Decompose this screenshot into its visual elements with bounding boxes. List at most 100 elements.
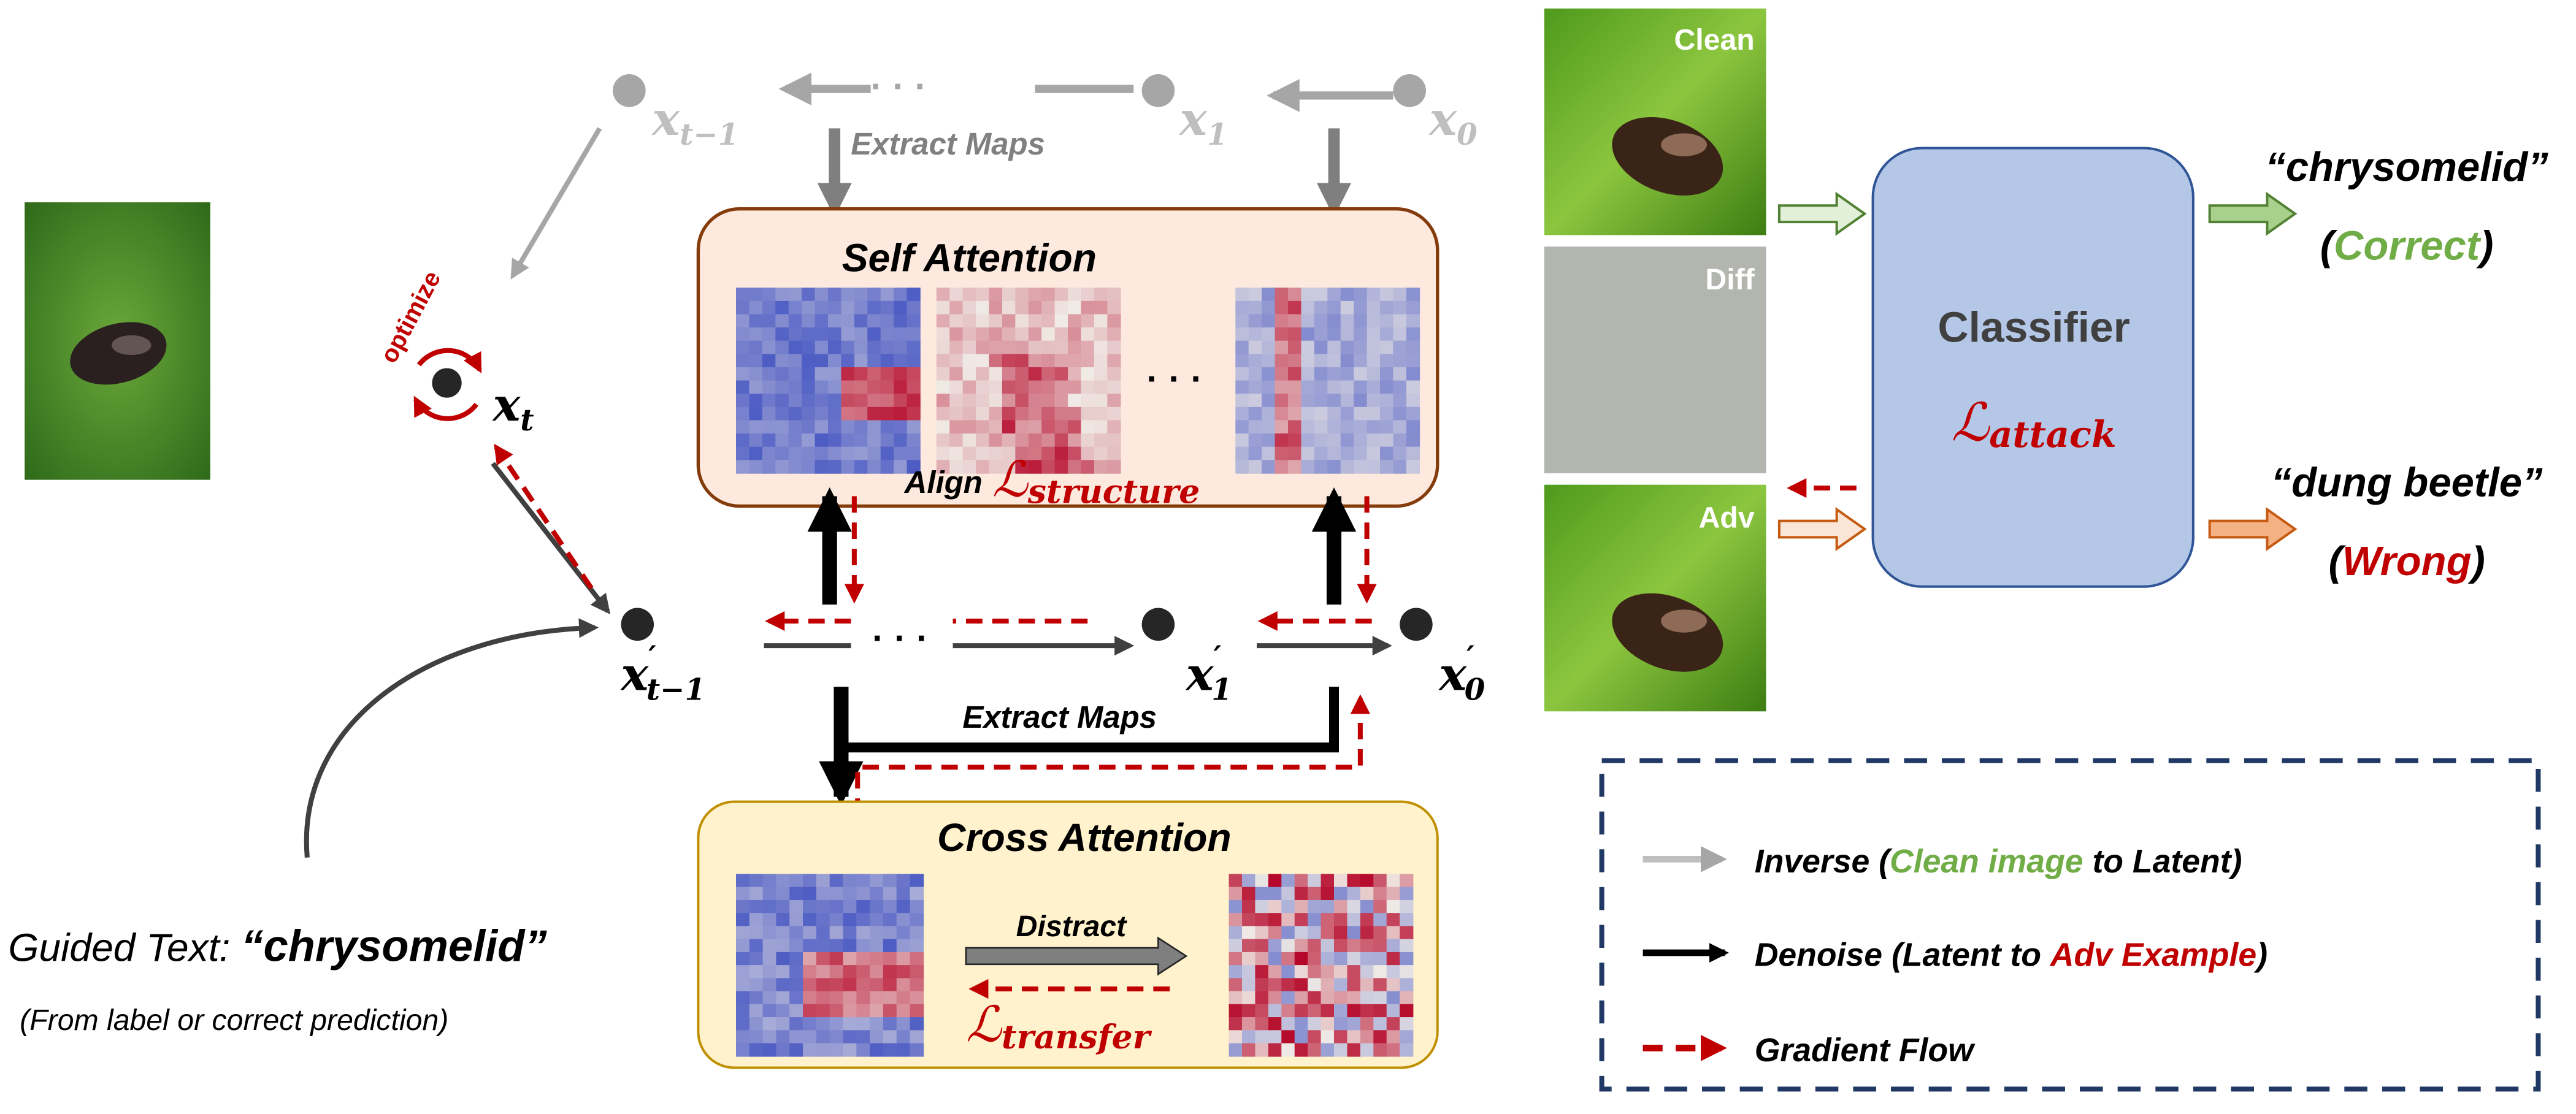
heatmap-cell	[856, 978, 870, 992]
heatmap-cell	[1041, 354, 1056, 368]
heatmap-cell	[1360, 1030, 1374, 1044]
heatmap-cell	[870, 926, 884, 940]
heatmap-cell	[1406, 446, 1420, 461]
heatmap-cell	[1301, 300, 1315, 315]
cross-attention-map-after	[1229, 874, 1414, 1057]
heatmap-cell	[949, 460, 964, 474]
heatmap-cell	[1294, 926, 1308, 940]
heatmap-cell	[1288, 354, 1302, 368]
heatmap-cell	[1255, 874, 1269, 888]
heatmap-cell	[1406, 300, 1420, 315]
heatmap-cell	[1347, 913, 1361, 927]
heatmap-cell	[962, 300, 976, 315]
heatmap-cell	[1294, 978, 1308, 992]
heatmap-cell	[1002, 406, 1016, 421]
heatmap-cell	[1367, 433, 1381, 448]
heatmap-cell	[776, 1030, 791, 1044]
heatmap-cell	[1327, 288, 1341, 302]
heatmap-cell	[1015, 340, 1029, 355]
heatmap-cell	[1386, 887, 1400, 901]
heatmap-cell	[1242, 965, 1256, 979]
heatmap-cell	[1235, 367, 1249, 381]
heatmap-cell	[1068, 420, 1082, 434]
heatmap-cell	[1340, 406, 1354, 421]
svg-text:Align: Align	[903, 465, 983, 500]
heatmap-cell	[894, 433, 908, 448]
heatmap-cell	[1242, 978, 1256, 992]
heatmap-cell	[815, 394, 829, 408]
heatmap-cell	[1235, 446, 1249, 461]
heatmap-cell	[870, 874, 884, 888]
heatmap-cell	[1360, 1043, 1374, 1057]
heatmap-cell	[788, 420, 802, 434]
heatmap-cell	[1314, 327, 1328, 341]
heatmap-cell	[841, 394, 855, 408]
heatmap-cell	[936, 288, 951, 302]
heatmap-cell	[1107, 300, 1121, 315]
heatmap-cell	[896, 952, 911, 966]
heatmap-cell	[1002, 327, 1016, 341]
heatmap-cell	[1068, 433, 1082, 448]
heatmap-cell	[1229, 874, 1243, 888]
distract-arrow	[965, 936, 1188, 976]
heatmap-cell	[841, 354, 855, 368]
heatmap-cell	[989, 354, 1003, 368]
heatmap-cell	[843, 991, 857, 1005]
heatmap-cell	[883, 1043, 897, 1057]
heatmap-cell	[762, 874, 777, 888]
heatmap-cell	[1406, 420, 1420, 434]
heatmap-cell	[1340, 327, 1354, 341]
heatmap-cell	[1041, 446, 1056, 461]
heatmap-cell	[989, 433, 1003, 448]
heatmap-cell	[1094, 406, 1108, 421]
heatmap-cell	[1081, 460, 1095, 474]
heatmap-cell	[989, 380, 1003, 394]
heatmap-cell	[1235, 314, 1249, 328]
heatmap-cell	[1002, 460, 1016, 474]
heatmap-cell	[896, 899, 911, 914]
heatmap-cell	[936, 314, 951, 328]
heatmap-cell	[1327, 433, 1341, 448]
heatmap-cell	[1054, 314, 1068, 328]
heatmap-cell	[1354, 288, 1368, 302]
heatmap-cell	[1354, 340, 1368, 355]
heatmap-cell	[1321, 913, 1335, 927]
heatmap-cell	[1327, 354, 1341, 368]
heatmap-cell	[1275, 433, 1289, 448]
heatmap-cell	[1380, 367, 1394, 381]
heatmap-cell	[949, 340, 964, 355]
heatmap-cell	[1015, 314, 1029, 328]
heatmap-cell	[1360, 991, 1374, 1005]
heatmap-cell	[803, 939, 817, 953]
heatmap-cell	[883, 978, 897, 992]
heatmap-cell	[1321, 1017, 1335, 1031]
heatmap-cell	[1308, 965, 1322, 979]
heatmap-cell	[762, 1004, 777, 1018]
heatmap-cell	[776, 939, 791, 953]
heatmap-cell	[1094, 394, 1108, 408]
heatmap-cell	[828, 394, 842, 408]
heatmap-cell	[749, 899, 764, 914]
heatmap-cell	[1054, 420, 1068, 434]
heatmap-cell	[896, 1004, 911, 1018]
heatmap-cell	[749, 1043, 764, 1057]
heatmap-cell	[762, 327, 776, 341]
heatmap-cell	[1255, 991, 1269, 1005]
heatmap-cell	[829, 1043, 844, 1057]
heatmap-cell	[976, 367, 990, 381]
heatmap-cell	[880, 394, 894, 408]
heatmap-cell	[1094, 288, 1108, 302]
svg-text:(Wrong): (Wrong)	[2328, 538, 2485, 584]
heatmap-cell	[962, 340, 976, 355]
heatmap-cell	[1294, 1017, 1308, 1031]
heatmap-cell	[1301, 420, 1315, 434]
heatmap-cell	[1262, 394, 1276, 408]
heatmap-cell	[1235, 354, 1249, 368]
xt-to-denoise-arrow	[491, 462, 611, 614]
heatmap-cell	[1393, 433, 1407, 448]
heatmap-cell	[1255, 899, 1269, 914]
heatmap-cell	[1334, 1043, 1348, 1057]
heatmap-cell	[1354, 380, 1368, 394]
heatmap-cell	[1340, 420, 1354, 434]
